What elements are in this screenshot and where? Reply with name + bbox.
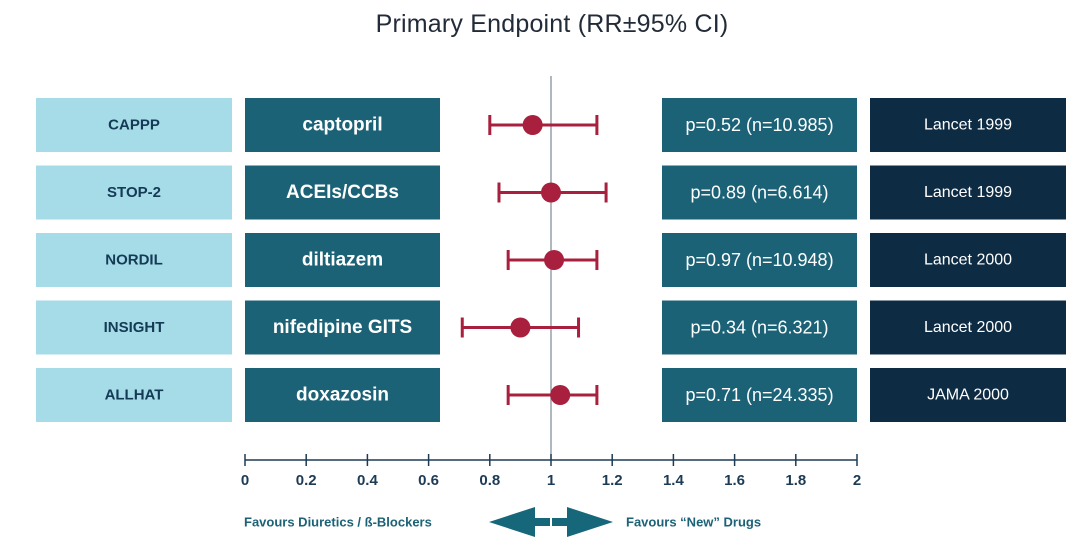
drug-label: doxazosin — [296, 385, 389, 406]
p-value-label: p=0.89 (n=6.614) — [690, 183, 828, 203]
reference-box — [870, 98, 1066, 152]
reference-box — [870, 233, 1066, 287]
favours-left-label: Favours Diuretics / ß-Blockers — [244, 515, 432, 530]
ci-mark — [488, 115, 599, 135]
drug-label: nifedipine GITS — [273, 317, 412, 338]
reference-label: Lancet 1999 — [924, 117, 1012, 134]
reference-box — [870, 300, 1066, 355]
p-value-box — [662, 165, 857, 220]
p-value-box — [662, 98, 857, 152]
rr-point — [541, 182, 561, 203]
forest-row: CAPPP captopril p=0.52 (n=10.985) Lancet 19… — [36, 98, 1066, 152]
trial-box — [36, 368, 232, 422]
p-value-label: p=0.97 (n=10.948) — [685, 250, 833, 270]
x-tick-label: 1.8 — [785, 472, 806, 489]
p-value-box — [662, 368, 857, 422]
trial-label: STOP-2 — [107, 184, 161, 201]
forest-row: INSIGHT nifedipine GITS p=0.34 (n=6.321) La… — [36, 300, 1066, 355]
rr-point — [522, 115, 543, 135]
p-value-label: p=0.71 (n=24.335) — [685, 385, 833, 405]
p-value-box — [662, 300, 857, 355]
x-tick-label: 2 — [853, 472, 861, 489]
trial-box — [36, 165, 232, 220]
p-value-box — [662, 233, 857, 287]
right-arrow-icon — [552, 507, 613, 537]
left-arrow-icon — [489, 507, 550, 537]
favours-right-label: Favours “New” Drugs — [626, 515, 761, 530]
trial-label: NORDIL — [105, 252, 163, 269]
trial-box — [36, 233, 232, 287]
rr-point — [510, 317, 531, 338]
x-tick-label: 1.6 — [724, 472, 745, 489]
reference-box — [870, 368, 1066, 422]
drug-label: diltiazem — [302, 250, 383, 271]
reference-label: Lancet 2000 — [924, 252, 1012, 269]
rr-point — [544, 250, 565, 270]
reference-label: Lancet 2000 — [924, 319, 1012, 336]
ci-mark — [506, 250, 599, 270]
x-tick-label: 0.8 — [479, 472, 500, 489]
p-value-label: p=0.52 (n=10.985) — [685, 115, 833, 135]
drug-box — [245, 165, 440, 220]
x-tick-label: 0.6 — [418, 472, 439, 489]
ci-mark — [497, 182, 608, 203]
trial-box — [36, 300, 232, 355]
reference-box — [870, 165, 1066, 220]
x-tick-label: 0.4 — [357, 472, 379, 489]
ci-mark — [460, 317, 581, 338]
drug-box — [245, 368, 440, 422]
drug-box — [245, 98, 440, 152]
drug-label: captopril — [302, 115, 382, 136]
x-tick-label: 1 — [547, 472, 555, 489]
x-tick-label: 0.2 — [296, 472, 317, 489]
trial-box — [36, 98, 232, 152]
ci-mark — [506, 385, 599, 405]
drug-label: ACEIs/CCBs — [286, 182, 399, 203]
reference-label: JAMA 2000 — [927, 387, 1009, 404]
forest-row: ALLHAT doxazosin p=0.71 (n=24.335) JAMA 200… — [36, 368, 1066, 422]
drug-box — [245, 233, 440, 287]
x-tick-label: 1.2 — [602, 472, 623, 489]
rr-point — [550, 385, 571, 405]
forest-row: NORDIL diltiazem p=0.97 (n=10.948) Lancet 2… — [36, 233, 1066, 287]
trial-label: INSIGHT — [104, 319, 165, 336]
reference-label: Lancet 1999 — [924, 184, 1012, 201]
trial-label: ALLHAT — [105, 387, 164, 404]
chart-title: Primary Endpoint (RR±95% CI) — [375, 10, 729, 38]
p-value-label: p=0.34 (n=6.321) — [690, 318, 828, 338]
forest-row: STOP-2 ACEIs/CCBs p=0.89 (n=6.614) Lancet 1… — [36, 165, 1066, 220]
trial-label: CAPPP — [108, 117, 160, 134]
x-tick-label: 0 — [241, 472, 249, 489]
drug-box — [245, 300, 440, 355]
x-tick-label: 1.4 — [663, 472, 685, 489]
